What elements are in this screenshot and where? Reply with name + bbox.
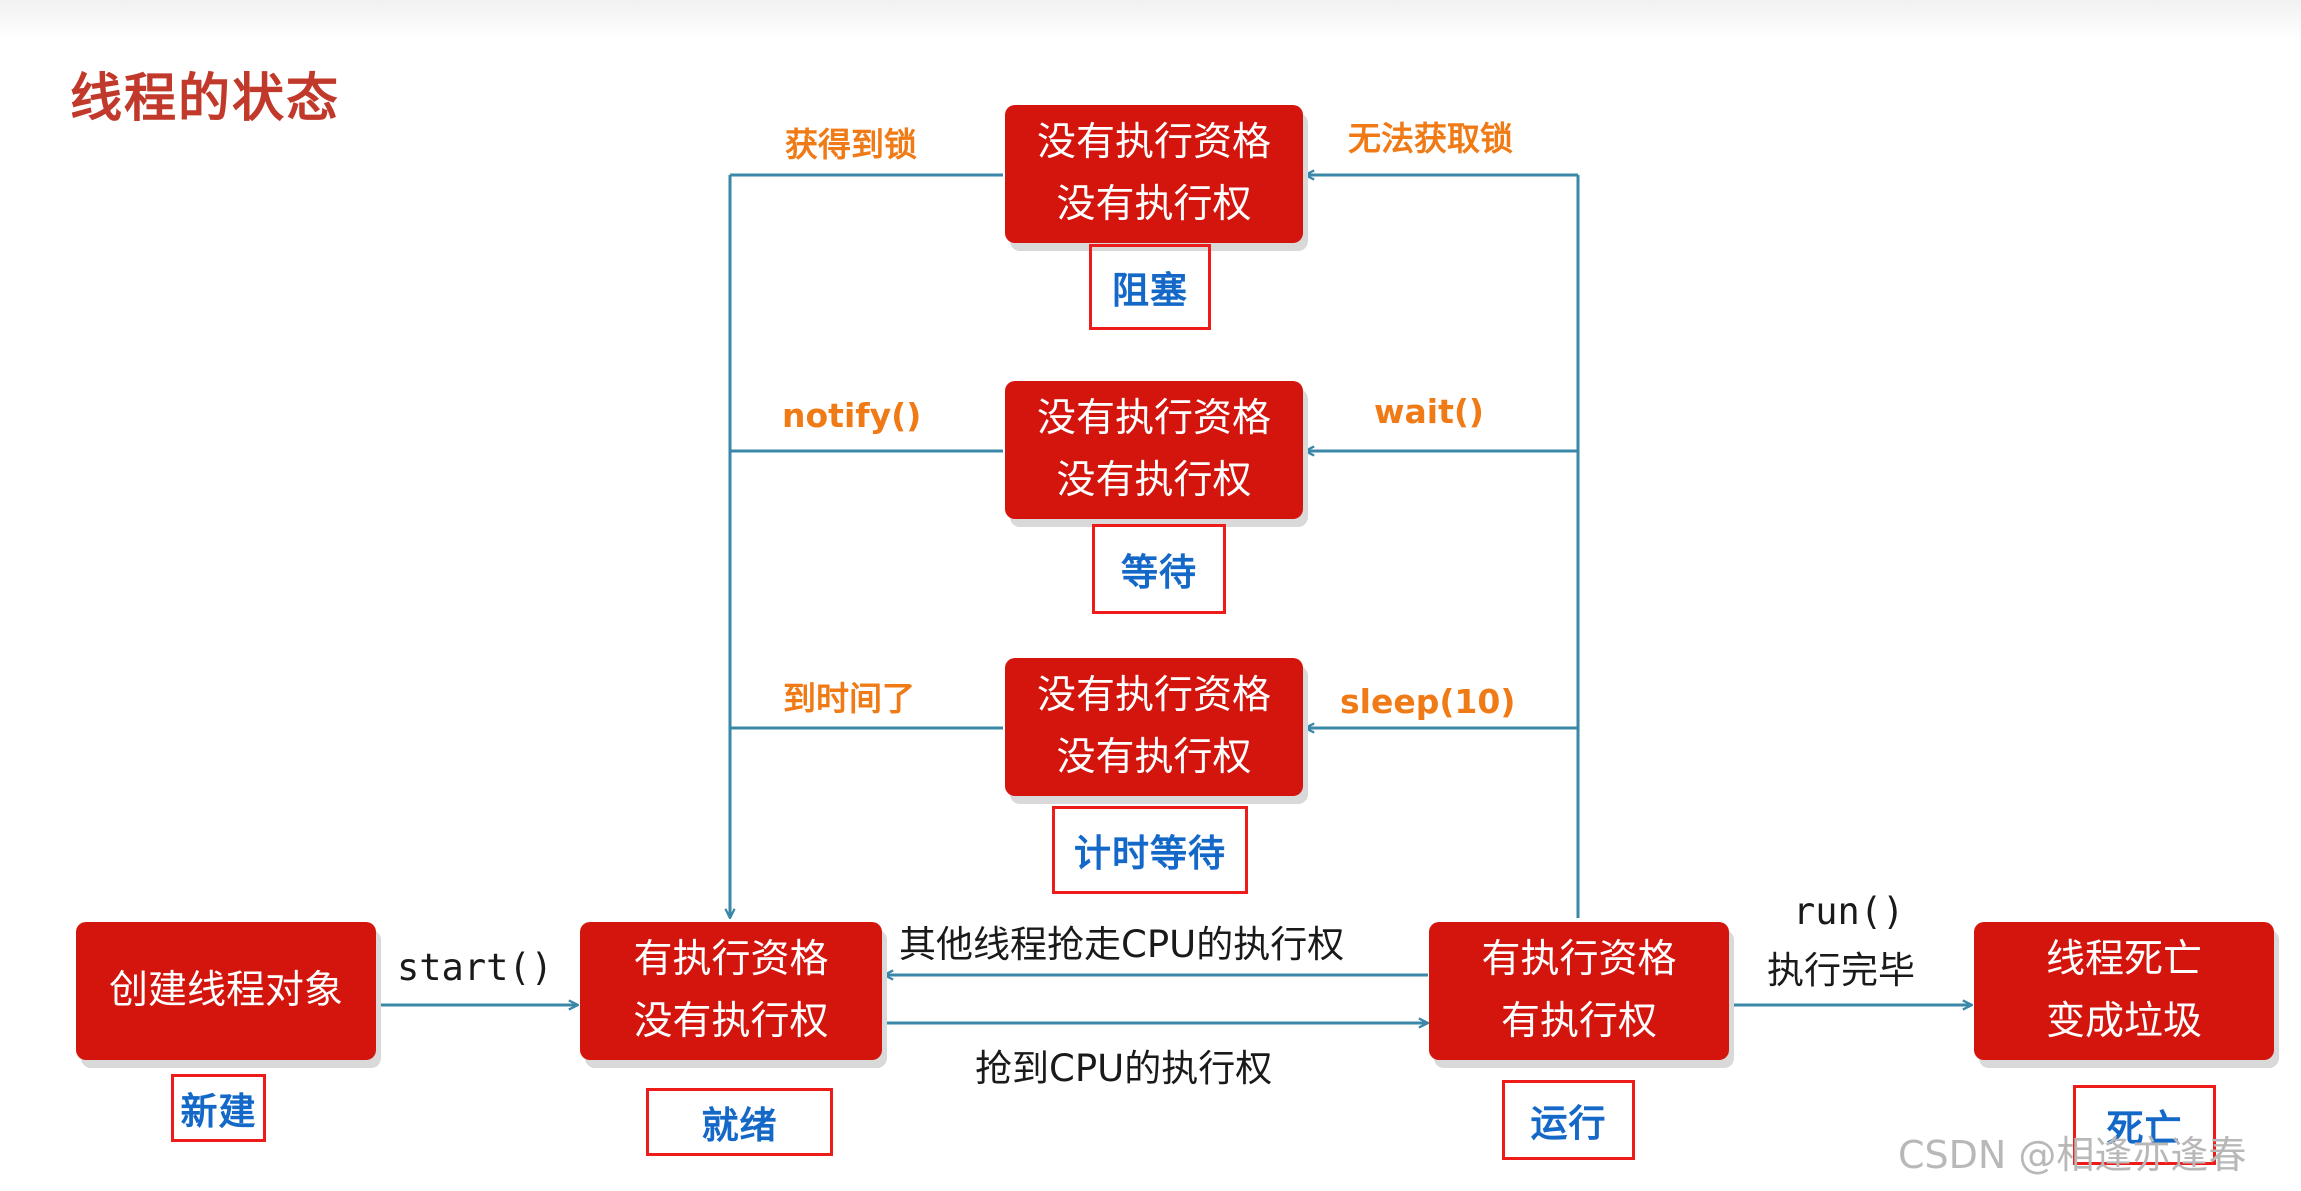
box-dead-line-1: 线程死亡	[2045, 937, 2202, 982]
box-dead-line-2: 变成垃圾	[2045, 999, 2202, 1044]
box-running: 有执行资格 有执行权	[1429, 922, 1729, 1060]
state-label-timed-waiting: 计时等待	[1052, 806, 1248, 894]
top-bar	[0, 0, 2301, 40]
box-runnable: 有执行资格 没有执行权	[580, 922, 882, 1060]
state-label-new: 新建	[171, 1074, 266, 1142]
label-wait: wait()	[1374, 392, 1485, 431]
label-time-up: 到时间了	[783, 679, 915, 718]
state-label-blocked: 阻塞	[1089, 244, 1211, 330]
box-timed-waiting-line-1: 没有执行资格	[1036, 673, 1271, 718]
label-preempted: 其他线程抢走CPU的执行权	[899, 923, 1345, 966]
box-blocked-line-2: 没有执行权	[1056, 182, 1252, 227]
box-waiting-line-2: 没有执行权	[1056, 458, 1252, 503]
diagram-title: 线程的状态	[70, 69, 341, 129]
label-run-done: 执行完毕	[1767, 949, 1915, 992]
state-label-waiting: 等待	[1092, 524, 1226, 614]
label-got-cpu: 抢到CPU的执行权	[975, 1047, 1273, 1090]
box-blocked-line-1: 没有执行资格	[1036, 120, 1271, 165]
state-label-running: 运行	[1502, 1080, 1635, 1160]
box-timed-waiting: 没有执行资格 没有执行权	[1005, 658, 1303, 796]
box-waiting: 没有执行资格 没有执行权	[1005, 381, 1303, 519]
label-run: run()	[1793, 890, 1905, 933]
box-blocked: 没有执行资格 没有执行权	[1005, 105, 1303, 243]
label-sleep: sleep(10)	[1340, 682, 1516, 721]
box-waiting-line-1: 没有执行资格	[1036, 396, 1271, 441]
label-cannot-get-lock: 无法获取锁	[1348, 119, 1513, 158]
box-runnable-line-2: 没有执行权	[633, 999, 829, 1044]
box-new: 创建线程对象	[76, 922, 376, 1060]
label-notify: notify()	[782, 396, 922, 435]
box-runnable-line-1: 有执行资格	[633, 937, 829, 982]
state-label-dead: 死亡	[2073, 1085, 2216, 1165]
box-running-line-1: 有执行资格	[1481, 937, 1677, 982]
watermark: CSDN @相逢亦逢春	[1898, 1133, 2247, 1177]
label-got-lock: 获得到锁	[785, 125, 917, 164]
box-new-line-1: 创建线程对象	[108, 968, 343, 1013]
box-running-line-2: 有执行权	[1500, 999, 1657, 1044]
box-timed-waiting-line-2: 没有执行权	[1056, 735, 1252, 780]
label-start: start()	[397, 946, 553, 989]
box-dead: 线程死亡 变成垃圾	[1974, 922, 2274, 1060]
state-label-runnable: 就绪	[646, 1088, 833, 1156]
